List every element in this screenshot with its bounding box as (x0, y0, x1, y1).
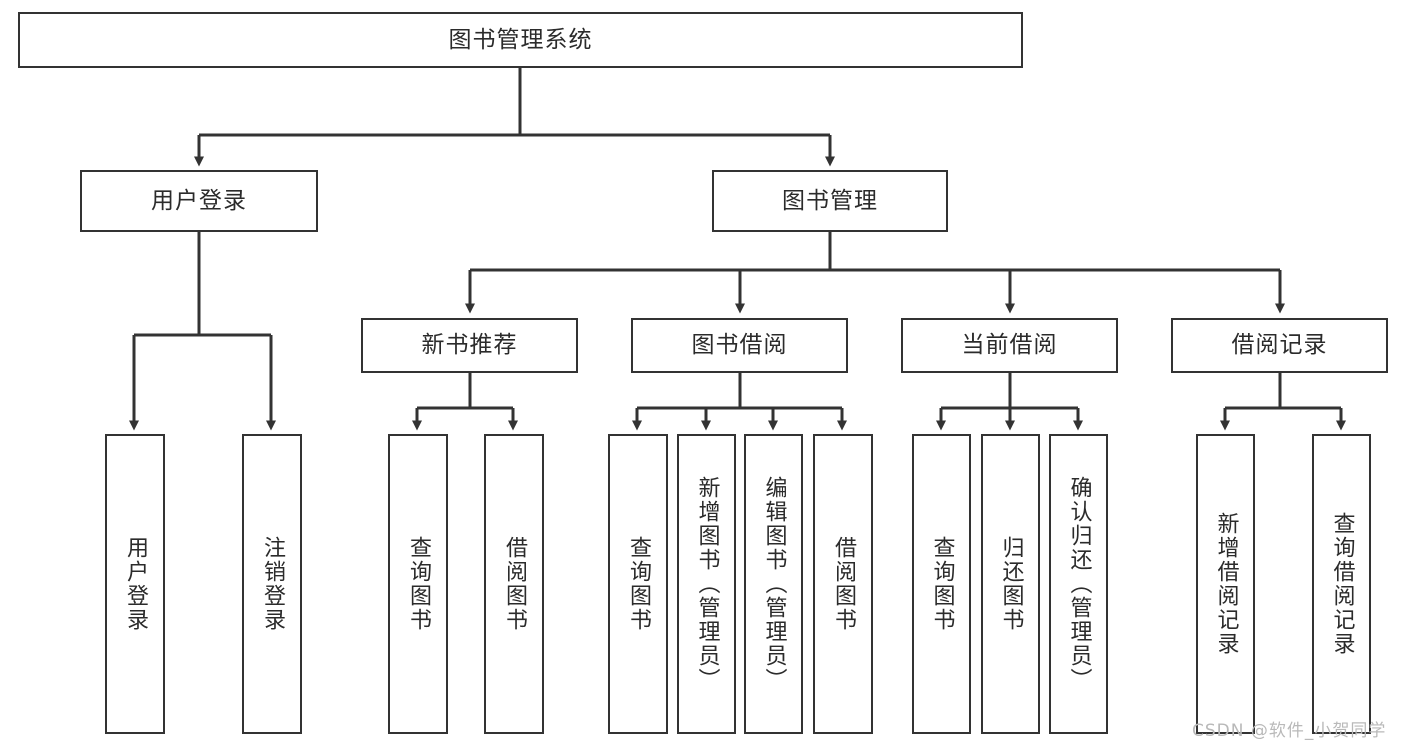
node-label: 查询图书 (929, 536, 955, 632)
node-leaf-borrow-book-recommend[interactable]: 借阅图书 (484, 434, 544, 734)
node-borrow-record[interactable]: 借阅记录 (1171, 318, 1388, 373)
node-label: 查询图书 (625, 536, 651, 632)
node-label: 用户登录 (122, 536, 148, 632)
node-leaf-borrow-book[interactable]: 借阅图书 (813, 434, 873, 734)
node-label: 编辑图书（管理员） (761, 476, 787, 692)
node-new-book-recommend[interactable]: 新书推荐 (361, 318, 578, 373)
node-leaf-query-book-current[interactable]: 查询图书 (912, 434, 971, 734)
node-leaf-confirm-return-admin[interactable]: 确认归还（管理员） (1049, 434, 1108, 734)
watermark-text: CSDN @软件_小贺同学 (1192, 721, 1387, 741)
node-label: 查询图书 (405, 536, 431, 632)
node-leaf-return-book[interactable]: 归还图书 (981, 434, 1040, 734)
node-leaf-query-book-borrow[interactable]: 查询图书 (608, 434, 668, 734)
node-label: 用户登录 (151, 187, 247, 214)
node-label: 图书管理系统 (448, 26, 593, 53)
node-book-borrow[interactable]: 图书借阅 (631, 318, 848, 373)
node-leaf-add-borrow-record[interactable]: 新增借阅记录 (1196, 434, 1255, 734)
node-leaf-edit-book-admin[interactable]: 编辑图书（管理员） (744, 434, 803, 734)
node-leaf-query-book-recommend[interactable]: 查询图书 (388, 434, 448, 734)
node-label: 借阅图书 (501, 536, 527, 632)
node-leaf-user-logout[interactable]: 注销登录 (242, 434, 302, 734)
node-leaf-user-login[interactable]: 用户登录 (105, 434, 165, 734)
node-label: 借阅记录 (1231, 332, 1328, 359)
node-root-system[interactable]: 图书管理系统 (18, 12, 1023, 68)
node-label: 注销登录 (259, 536, 285, 632)
node-label: 图书管理 (782, 187, 878, 214)
node-label: 确认归还（管理员） (1066, 476, 1092, 692)
node-leaf-add-book-admin[interactable]: 新增图书（管理员） (677, 434, 736, 734)
node-label: 当前借阅 (961, 332, 1058, 359)
node-label: 借阅图书 (830, 536, 856, 632)
node-label: 查询借阅记录 (1329, 512, 1355, 656)
node-label: 新书推荐 (421, 332, 518, 359)
node-label: 图书借阅 (691, 332, 788, 359)
node-label: 归还图书 (998, 536, 1024, 632)
node-current-borrow[interactable]: 当前借阅 (901, 318, 1118, 373)
node-leaf-query-borrow-record[interactable]: 查询借阅记录 (1312, 434, 1371, 734)
node-label: 新增借阅记录 (1213, 512, 1239, 656)
node-user-login[interactable]: 用户登录 (80, 170, 318, 232)
node-book-management[interactable]: 图书管理 (712, 170, 948, 232)
node-label: 新增图书（管理员） (694, 476, 720, 692)
